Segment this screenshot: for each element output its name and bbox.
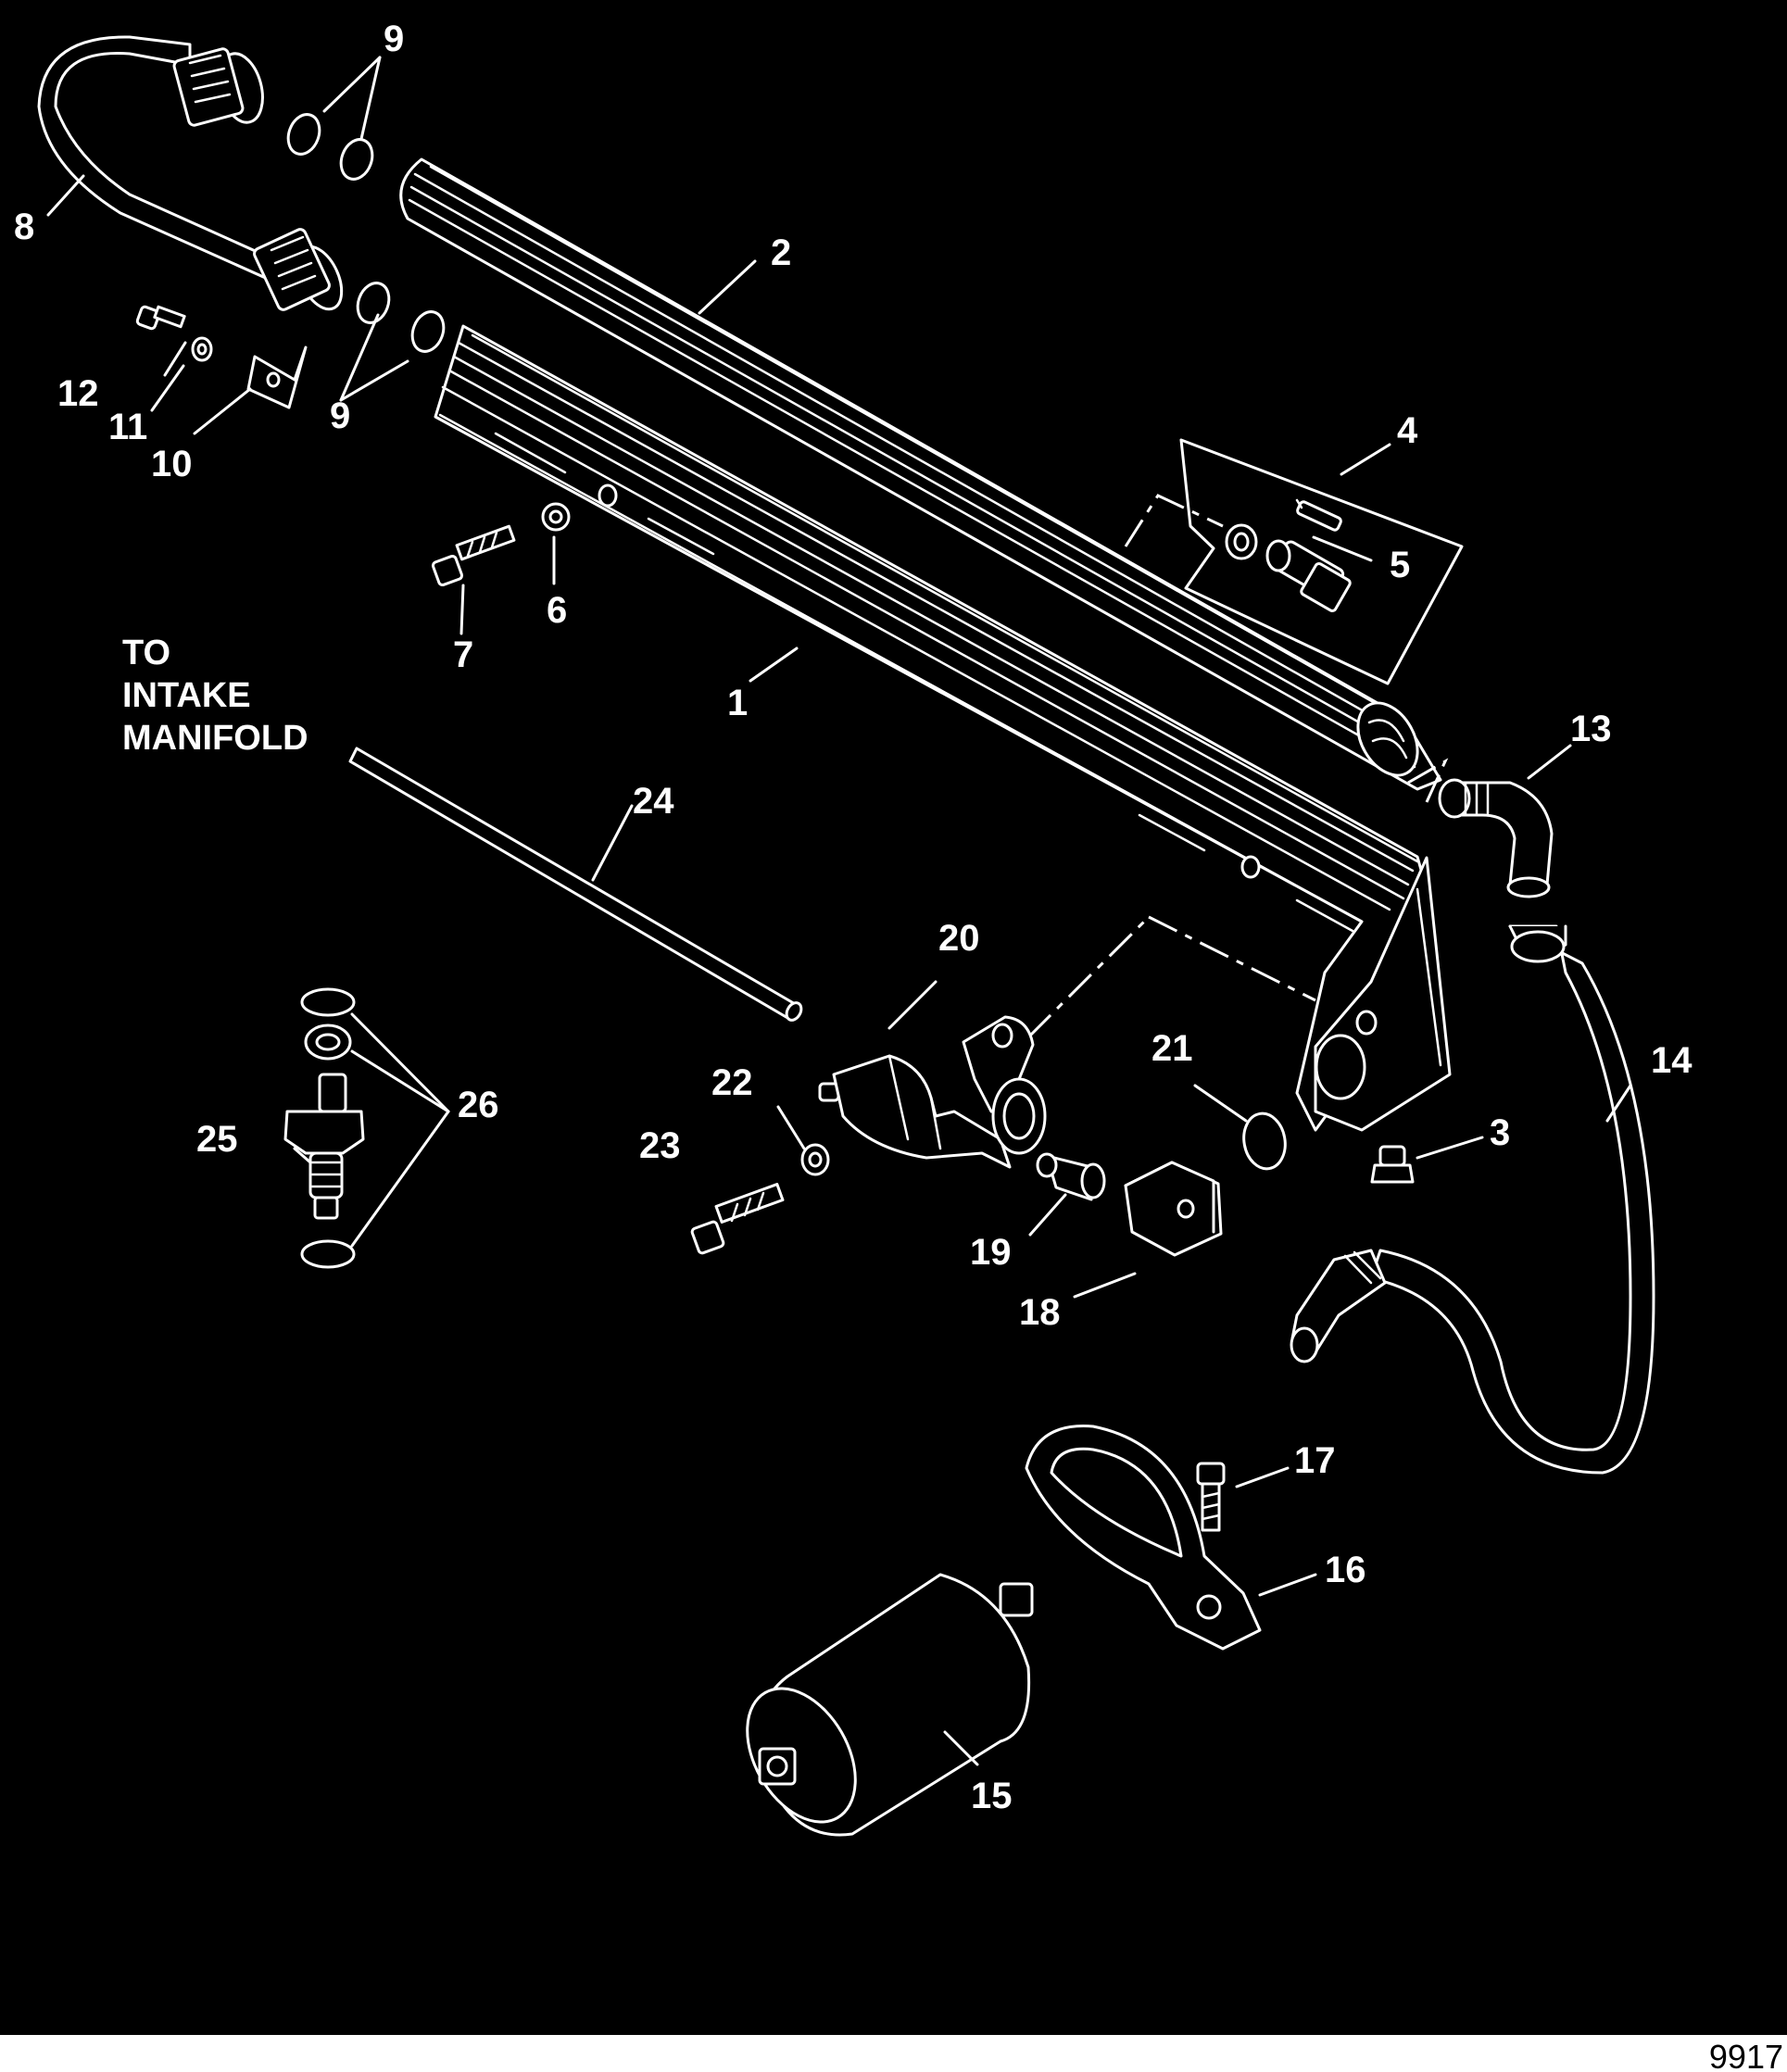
callout-leader-lines [46,56,1632,1766]
callout-22: 22 [711,1062,753,1103]
part-13-elbow-fitting [1438,778,1554,898]
callout-21: 21 [1151,1028,1193,1069]
callout-16: 16 [1325,1550,1366,1590]
callout-4: 4 [1397,410,1418,451]
note-line-3: MANIFOLD [122,719,308,758]
callout-2: 2 [771,232,791,273]
part-9-o-rings [286,113,446,353]
part-21-o-ring [1242,1111,1287,1171]
figure-number: 9917 [1709,2038,1783,2072]
part-10-bracket [246,345,308,409]
part-7-bolt [431,524,516,587]
part-11-washer [191,336,213,362]
callout-7: 7 [453,634,473,675]
part-25-fuel-injector [283,1073,365,1220]
callout-1: 1 [727,683,748,723]
callout-9: 9 [330,396,350,436]
part-1-fuel-rail-lower [434,324,1452,1132]
part-16-filter-strap [1025,1425,1262,1651]
callout-26: 26 [458,1085,499,1125]
callout-8: 8 [14,207,34,247]
callout-17: 17 [1294,1440,1336,1481]
part-12-screw [135,305,186,331]
figure-number-area: 9917 [0,2035,1787,2072]
callout-20: 20 [938,918,980,959]
callout-15: 15 [971,1776,1013,1816]
intake-manifold-note: TO INTAKE MANIFOLD [122,634,308,758]
part-5-test-valve-core [1295,498,1342,532]
callout-19: 19 [970,1232,1012,1273]
callout-11: 11 [108,407,147,447]
part-2-fuel-rail-upper [399,157,1442,791]
callout-10: 10 [151,444,193,484]
callout-13: 13 [1570,709,1612,749]
callout-18: 18 [1019,1292,1061,1333]
callout-24: 24 [633,781,674,822]
callout-6: 6 [547,590,567,631]
part-26-injector-o-rings [300,987,356,1269]
assembly-phantom-lines [1026,494,1449,1039]
part-24-vacuum-hose [348,747,803,1022]
part-22-washer [800,1143,830,1176]
part-19-filter-screen [1036,1152,1106,1201]
callout-14: 14 [1651,1040,1693,1081]
callout-3: 3 [1490,1112,1510,1153]
note-line-1: TO [122,634,170,672]
part-8-fuel-return-tube [37,35,344,311]
callout-25: 25 [196,1119,238,1160]
part-4-test-valve-kit [1179,438,1464,685]
part-17-strap-bolt [1196,1462,1226,1532]
callout-9: 9 [384,19,404,59]
callout-23: 23 [639,1125,681,1166]
part-6-nut [541,502,571,532]
note-line-2: INTAKE [122,676,251,715]
callout-5: 5 [1390,545,1410,585]
callout-numbers: 9 8 2 4 5 9 12 11 10 6 7 1 13 24 20 21 1… [14,19,1693,1816]
part-20-fuel-pressure-regulator [818,1015,1047,1169]
part-3-plug [1370,1145,1415,1184]
callout-12: 12 [57,373,99,414]
part-14-fuel-line [1290,924,1655,1475]
part-18-cap [1124,1161,1223,1257]
part-23-bolt [690,1183,785,1255]
part-15-fuel-filter [746,1573,1034,1837]
